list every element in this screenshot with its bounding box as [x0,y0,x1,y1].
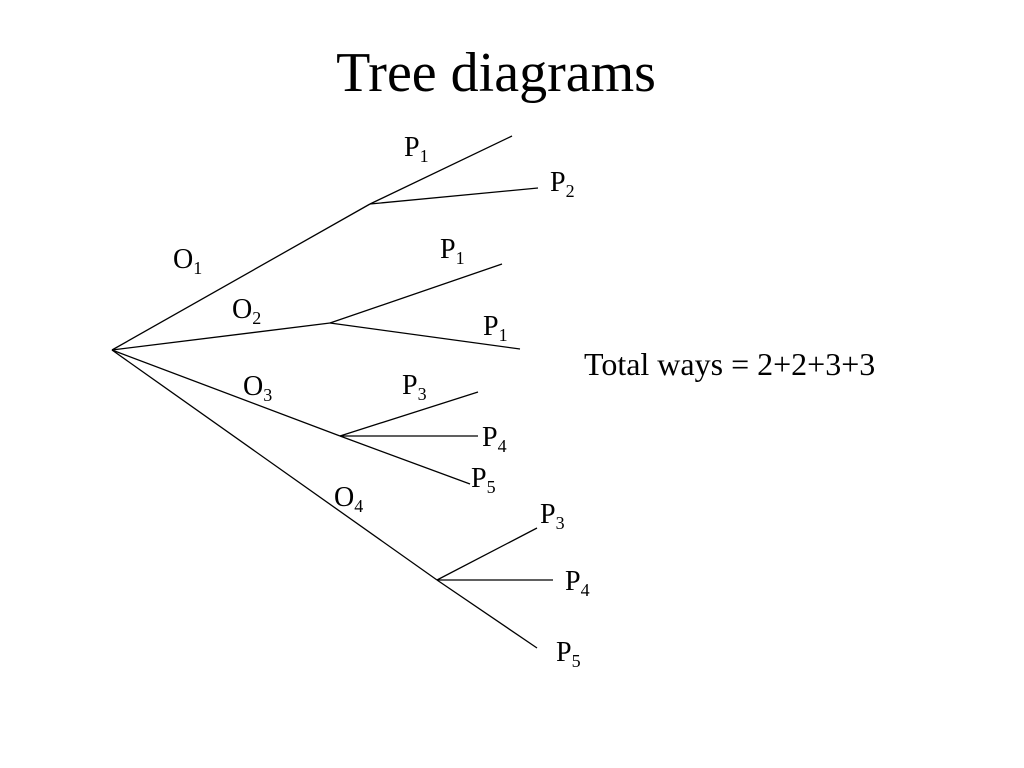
label-o4-p3: P3 [540,499,565,533]
label-o2-p1-upper-index: 1 [455,248,465,268]
label-o3-p5: P5 [471,463,496,497]
label-o3-p5-index: 5 [486,477,496,497]
label-o1-p2-letter: P [550,167,566,198]
branch-root-o4 [111,349,438,581]
label-o3-p3-index: 3 [417,384,427,404]
label-o4-p5: P5 [556,637,581,671]
branch-o1-p1 [369,135,513,205]
label-o4-index: 4 [354,496,364,516]
label-o3-p4: P4 [482,422,507,456]
label-o3-p4-letter: P [482,422,498,453]
label-o4-p4: P4 [565,566,590,600]
label-o2-index: 2 [252,308,262,328]
slide-title: Tree diagrams [336,42,656,104]
label-o2-p1-upper-letter: P [440,234,456,265]
label-o4-p3-letter: P [540,499,556,530]
label-o3-letter: O [243,371,264,402]
label-o1-index: 1 [193,258,203,278]
label-o3-p3-letter: P [402,370,418,401]
label-o3-index: 3 [263,385,273,405]
label-o1-p1: P1 [404,132,429,166]
label-o2-p1-upper: P1 [440,234,465,268]
label-o4-p3-index: 3 [555,513,565,533]
label-o1-letter: O [173,244,194,275]
label-o1: O1 [173,244,203,278]
label-o3-p3: P3 [402,370,427,404]
branch-root-o2 [111,322,331,351]
branch-o3-p3 [339,391,479,437]
branch-o4-p3 [436,527,538,581]
label-o4-letter: O [334,482,355,513]
label-o2-p1-lower-letter: P [483,311,499,342]
label-o4-p4-index: 4 [580,580,590,600]
label-o1-p2: P2 [550,167,575,201]
label-o3-p4-index: 4 [497,436,507,456]
label-o2-letter: O [232,294,253,325]
label-o4: O4 [334,482,364,516]
label-o2-p1-lower-index: 1 [498,325,508,345]
total-ways-text: Total ways = 2+2+3+3 [584,346,876,382]
branch-o2-p1-upper [329,263,503,324]
label-o3: O3 [243,371,273,405]
label-o4-p5-index: 5 [571,651,581,671]
label-o2-p1-lower: P1 [483,311,508,345]
branch-o4-p5 [436,579,538,649]
branch-o3-p5 [339,435,471,485]
label-o4-p5-letter: P [556,637,572,668]
label-o2: O2 [232,294,262,328]
branch-o1-p2 [369,187,539,205]
branch-root-o1 [111,203,371,351]
label-o4-p4-letter: P [565,566,581,597]
label-o1-p2-index: 2 [565,181,575,201]
label-o1-p1-index: 1 [419,146,429,166]
branch-o2-p1-lower [329,322,521,350]
label-o3-p5-letter: P [471,463,487,494]
branch-root-o3 [111,349,341,437]
label-o1-p1-letter: P [404,132,420,163]
